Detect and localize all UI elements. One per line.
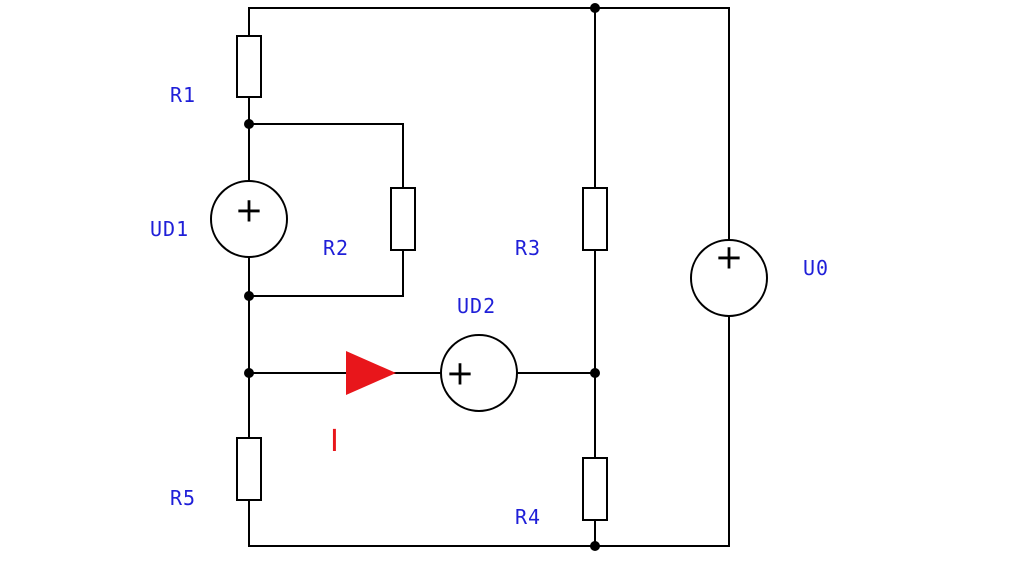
source-u0: + xyxy=(690,238,768,317)
source-u0-circle xyxy=(690,239,768,317)
source-u0-plus: + xyxy=(715,238,744,278)
label-r1: R1 xyxy=(170,83,196,107)
source-ud1-plus: + xyxy=(235,191,264,231)
label-r3: R3 xyxy=(515,236,541,260)
wires xyxy=(248,7,730,547)
label-ud1: UD1 xyxy=(150,217,189,241)
source-ud1-circle xyxy=(210,180,288,258)
source-ud2-plus: + xyxy=(446,354,475,394)
resistor-r5 xyxy=(236,437,262,501)
node-ud1-bottom xyxy=(244,291,254,301)
label-u0: U0 xyxy=(803,256,829,280)
node-r1-bottom xyxy=(244,119,254,129)
label-ud2: UD2 xyxy=(457,294,496,318)
junctions xyxy=(244,3,600,551)
source-ud2-circle xyxy=(440,334,518,412)
node-mid-left xyxy=(244,368,254,378)
source-ud1: + xyxy=(210,180,288,258)
node-top-right xyxy=(590,3,600,13)
node-mid-right xyxy=(590,368,600,378)
current-arrow xyxy=(346,351,396,395)
resistor-r2 xyxy=(390,187,416,251)
resistor-r4 xyxy=(582,457,608,521)
label-current: I xyxy=(330,424,339,459)
label-r5: R5 xyxy=(170,486,196,510)
label-r4: R4 xyxy=(515,505,541,529)
wire-r2-bottom xyxy=(248,249,404,297)
source-ud2: + xyxy=(440,334,518,412)
wire-r2-top xyxy=(248,123,404,189)
resistor-r3 xyxy=(582,187,608,251)
node-bottom-right xyxy=(590,541,600,551)
resistor-r1 xyxy=(236,35,262,98)
label-r2: R2 xyxy=(323,236,349,260)
